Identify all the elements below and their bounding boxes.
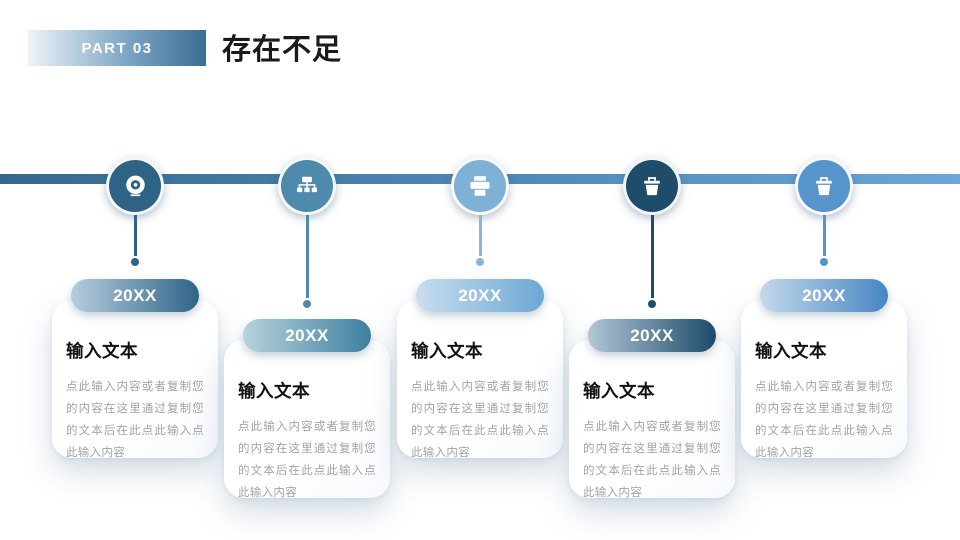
connector-line <box>305 215 309 298</box>
connector-line <box>822 215 826 256</box>
card-body-text: 点此输入内容或者复制您的内容在这里通过复制您的文本后在此点此输入点此输入内容 <box>583 421 721 500</box>
card-title: 输入文本 <box>755 341 827 361</box>
year-label: 20XX <box>113 285 157 305</box>
stage-card[interactable]: 20XX 输入文本 点此输入内容或者复制您的内容在这里通过复制您的文本后在此点此… <box>569 319 735 499</box>
card-body-text: 点此输入内容或者复制您的内容在这里通过复制您的文本后在此点此输入点此输入内容 <box>755 381 893 460</box>
year-pill: 20XX <box>243 319 371 352</box>
card-title: 输入文本 <box>238 381 310 401</box>
stage-marker[interactable] <box>451 157 509 215</box>
stage-marker[interactable] <box>795 157 853 215</box>
stage-card[interactable]: 20XX 输入文本 点此输入内容或者复制您的内容在这里通过复制您的文本后在此点此… <box>741 279 907 459</box>
year-label: 20XX <box>630 325 674 345</box>
stage-marker[interactable] <box>623 157 681 215</box>
connector-dot <box>303 300 311 308</box>
timeline-stage: 20XX 输入文本 点此输入内容或者复制您的内容在这里通过复制您的文本后在此点此… <box>224 157 390 517</box>
year-label: 20XX <box>802 285 846 305</box>
timeline-stage: 20XX 输入文本 点此输入内容或者复制您的内容在这里通过复制您的文本后在此点此… <box>52 157 218 517</box>
part-badge[interactable]: PART 03 <box>28 30 206 66</box>
card-title: 输入文本 <box>411 341 483 361</box>
stage-marker[interactable] <box>106 157 164 215</box>
basket-icon <box>644 177 660 196</box>
card-body-text: 点此输入内容或者复制您的内容在这里通过复制您的文本后在此点此输入点此输入内容 <box>66 381 204 460</box>
stage-card[interactable]: 20XX 输入文本 点此输入内容或者复制您的内容在这里通过复制您的文本后在此点此… <box>224 319 390 499</box>
timeline-stage: 20XX 输入文本 点此输入内容或者复制您的内容在这里通过复制您的文本后在此点此… <box>741 157 907 517</box>
year-pill: 20XX <box>588 319 716 352</box>
connector-dot <box>131 258 139 266</box>
basket-icon <box>816 177 832 196</box>
connector-line <box>478 215 482 256</box>
card-title: 输入文本 <box>583 381 655 401</box>
year-pill: 20XX <box>416 279 544 312</box>
card-body-text: 点此输入内容或者复制您的内容在这里通过复制您的文本后在此点此输入点此输入内容 <box>411 381 549 460</box>
year-label: 20XX <box>458 285 502 305</box>
printer-icon <box>470 176 490 196</box>
card-body-text: 点此输入内容或者复制您的内容在这里通过复制您的文本后在此点此输入点此输入内容 <box>238 421 376 500</box>
stage-card[interactable]: 20XX 输入文本 点此输入内容或者复制您的内容在这里通过复制您的文本后在此点此… <box>52 279 218 459</box>
connector-dot <box>820 258 828 266</box>
connector-dot <box>476 258 484 266</box>
part-badge-label: PART 03 <box>81 39 153 57</box>
timeline-stage: 20XX 输入文本 点此输入内容或者复制您的内容在这里通过复制您的文本后在此点此… <box>397 157 563 517</box>
year-pill: 20XX <box>71 279 199 312</box>
year-pill: 20XX <box>760 279 888 312</box>
connector-line <box>133 215 137 256</box>
camera-lens-icon <box>125 175 145 196</box>
connector-dot <box>648 300 656 308</box>
connector-line <box>650 215 654 298</box>
timeline-stage: 20XX 输入文本 点此输入内容或者复制您的内容在这里通过复制您的文本后在此点此… <box>569 157 735 517</box>
year-label: 20XX <box>285 325 329 345</box>
org-chart-icon <box>297 176 317 193</box>
card-title: 输入文本 <box>66 341 138 361</box>
page-title[interactable]: 存在不足 <box>222 34 343 66</box>
stage-marker[interactable] <box>278 157 336 215</box>
stage-card[interactable]: 20XX 输入文本 点此输入内容或者复制您的内容在这里通过复制您的文本后在此点此… <box>397 279 563 459</box>
